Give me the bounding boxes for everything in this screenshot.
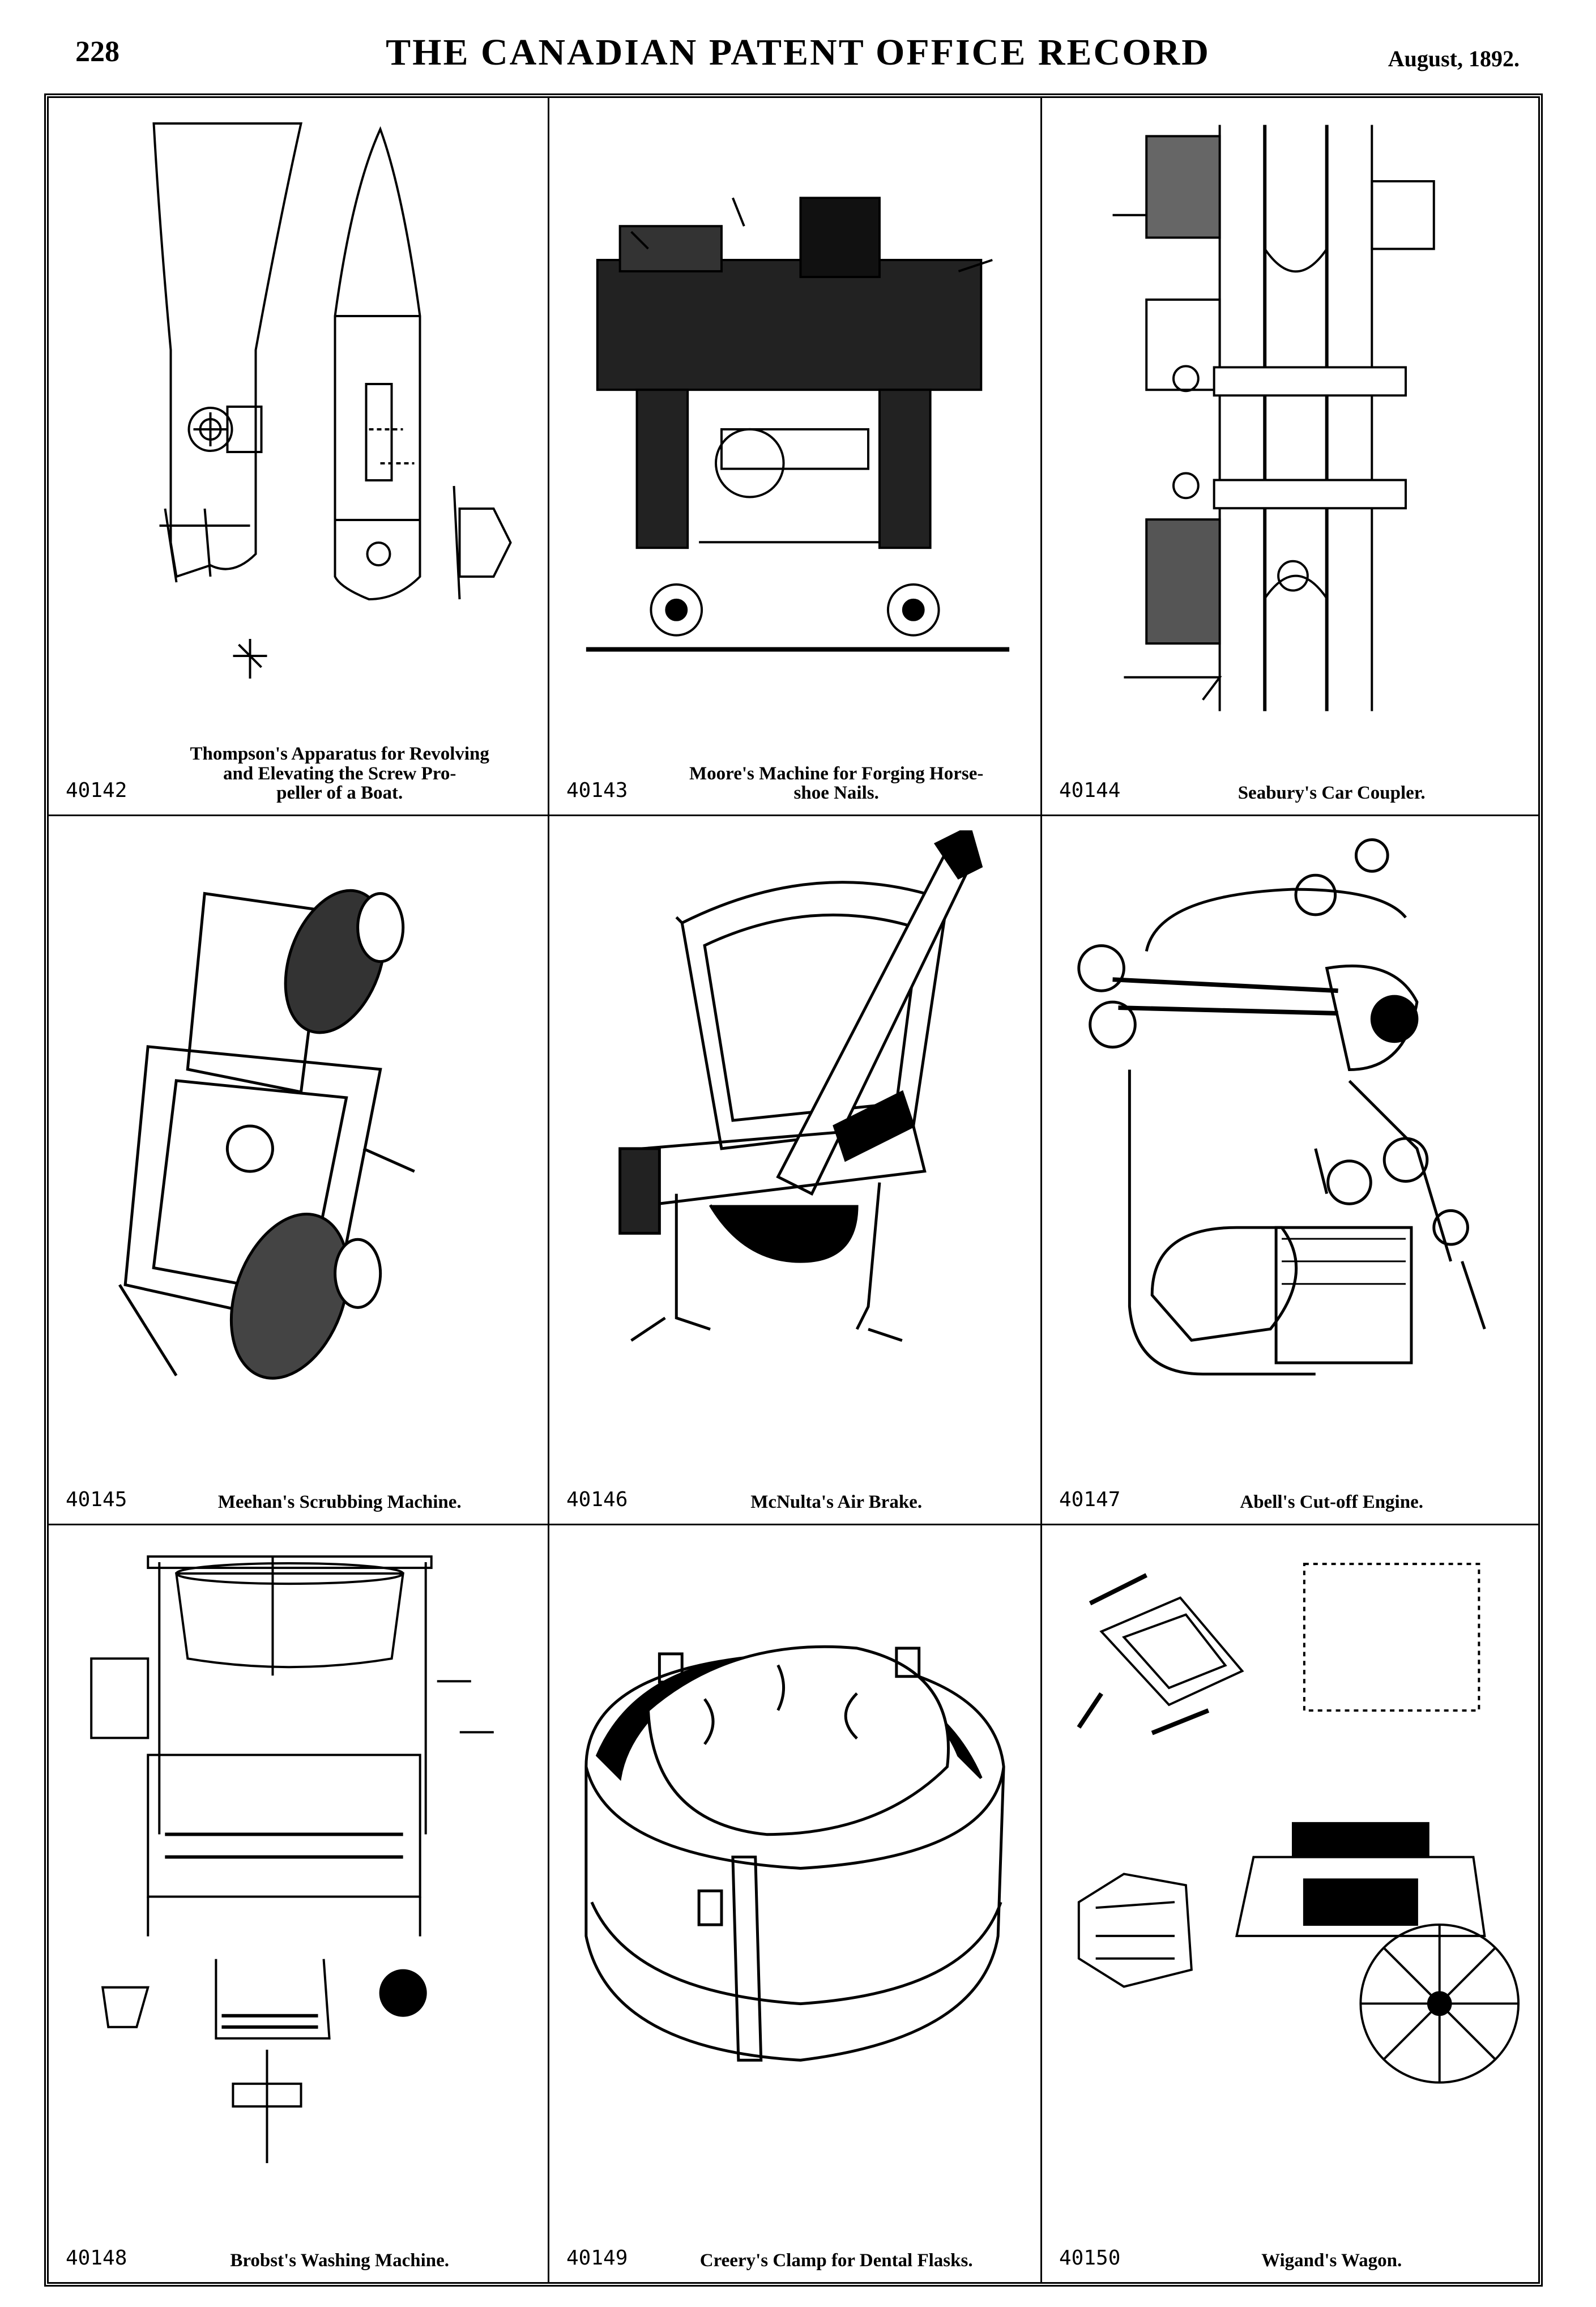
patent-number: 40148 <box>66 2246 127 2270</box>
patent-title: Thompson's Apparatus for Revolving and E… <box>190 744 489 804</box>
patent-caption: 40142 Thompson's Apparatus for Revolving… <box>66 735 536 803</box>
patent-cell-40145: 40145 Meehan's Scrubbing Machine. <box>49 816 549 1525</box>
patent-caption: 40145 Meehan's Scrubbing Machine. <box>66 1444 536 1512</box>
page-title: THE CANADIAN PATENT OFFICE RECORD <box>386 32 1210 73</box>
patent-number: 40150 <box>1059 2246 1121 2270</box>
patent-drawing-car-coupler <box>1056 112 1524 724</box>
patent-cell-40147: 40147 Abell's Cut-off Engine. <box>1042 816 1538 1525</box>
patent-drawing-air-brake <box>564 830 1026 1433</box>
patent-number: 40144 <box>1059 779 1121 802</box>
issue-date: August, 1892. <box>1388 46 1520 71</box>
patent-drawing-dental-flask-clamp <box>564 1540 1026 2191</box>
patent-caption: 40146 McNulta's Air Brake. <box>566 1444 1029 1512</box>
patent-caption: 40149 Creery's Clamp for Dental Flasks. <box>566 2203 1029 2271</box>
patent-number: 40142 <box>66 779 127 802</box>
patent-cell-40148: 40148 Brobst's Washing Machine. <box>49 1525 549 2282</box>
patent-title: Meehan's Scrubbing Machine. <box>217 1492 462 1513</box>
patent-cell-40146: 40146 McNulta's Air Brake. <box>549 816 1042 1525</box>
patent-title: Seabury's Car Coupler. <box>1237 783 1426 804</box>
patent-number: 40147 <box>1059 1488 1121 1511</box>
patent-title: Moore's Machine for Forging Horse- shoe … <box>689 763 984 804</box>
patent-title: Abell's Cut-off Engine. <box>1240 1492 1423 1513</box>
patent-cell-40150: 40150 Wigand's Wagon. <box>1042 1525 1538 2282</box>
patent-drawing-wagon <box>1056 1540 1524 2191</box>
patent-cell-40143: 40143 Moore's Machine for Forging Horse-… <box>549 98 1042 816</box>
patent-title: Brobst's Washing Machine. <box>230 2250 449 2271</box>
patent-number: 40143 <box>566 779 628 802</box>
patent-drawing-propeller <box>63 112 534 724</box>
patent-grid: 40142 Thompson's Apparatus for Revolving… <box>49 98 1538 2282</box>
patent-title: Wigand's Wagon. <box>1261 2250 1402 2271</box>
patent-cell-40149: 40149 Creery's Clamp for Dental Flasks. <box>549 1525 1042 2282</box>
patent-drawing-nail-forging-machine <box>564 112 1026 724</box>
patent-cell-40144: 40144 Seabury's Car Coupler. <box>1042 98 1538 816</box>
patent-number: 40146 <box>566 1488 628 1511</box>
patent-caption: 40150 Wigand's Wagon. <box>1059 2203 1527 2271</box>
patent-number: 40145 <box>66 1488 127 1511</box>
patent-caption: 40144 Seabury's Car Coupler. <box>1059 735 1527 803</box>
patent-caption: 40147 Abell's Cut-off Engine. <box>1059 1444 1527 1512</box>
patent-plate-frame: 40142 Thompson's Apparatus for Revolving… <box>44 93 1543 2287</box>
page-number: 228 <box>75 36 120 68</box>
patent-caption: 40148 Brobst's Washing Machine. <box>66 2203 536 2271</box>
patent-cell-40142: 40142 Thompson's Apparatus for Revolving… <box>49 98 549 816</box>
patent-drawing-washing-machine <box>63 1540 534 2191</box>
patent-drawing-cut-off-engine <box>1056 830 1524 1433</box>
patent-title: Creery's Clamp for Dental Flasks. <box>699 2250 973 2271</box>
patent-number: 40149 <box>566 2246 628 2270</box>
patent-title: McNulta's Air Brake. <box>750 1492 923 1513</box>
patent-drawing-scrubbing-machine <box>63 830 534 1433</box>
page-header: 228 THE CANADIAN PATENT OFFICE RECORD Au… <box>0 0 1596 96</box>
patent-caption: 40143 Moore's Machine for Forging Horse-… <box>566 735 1029 803</box>
